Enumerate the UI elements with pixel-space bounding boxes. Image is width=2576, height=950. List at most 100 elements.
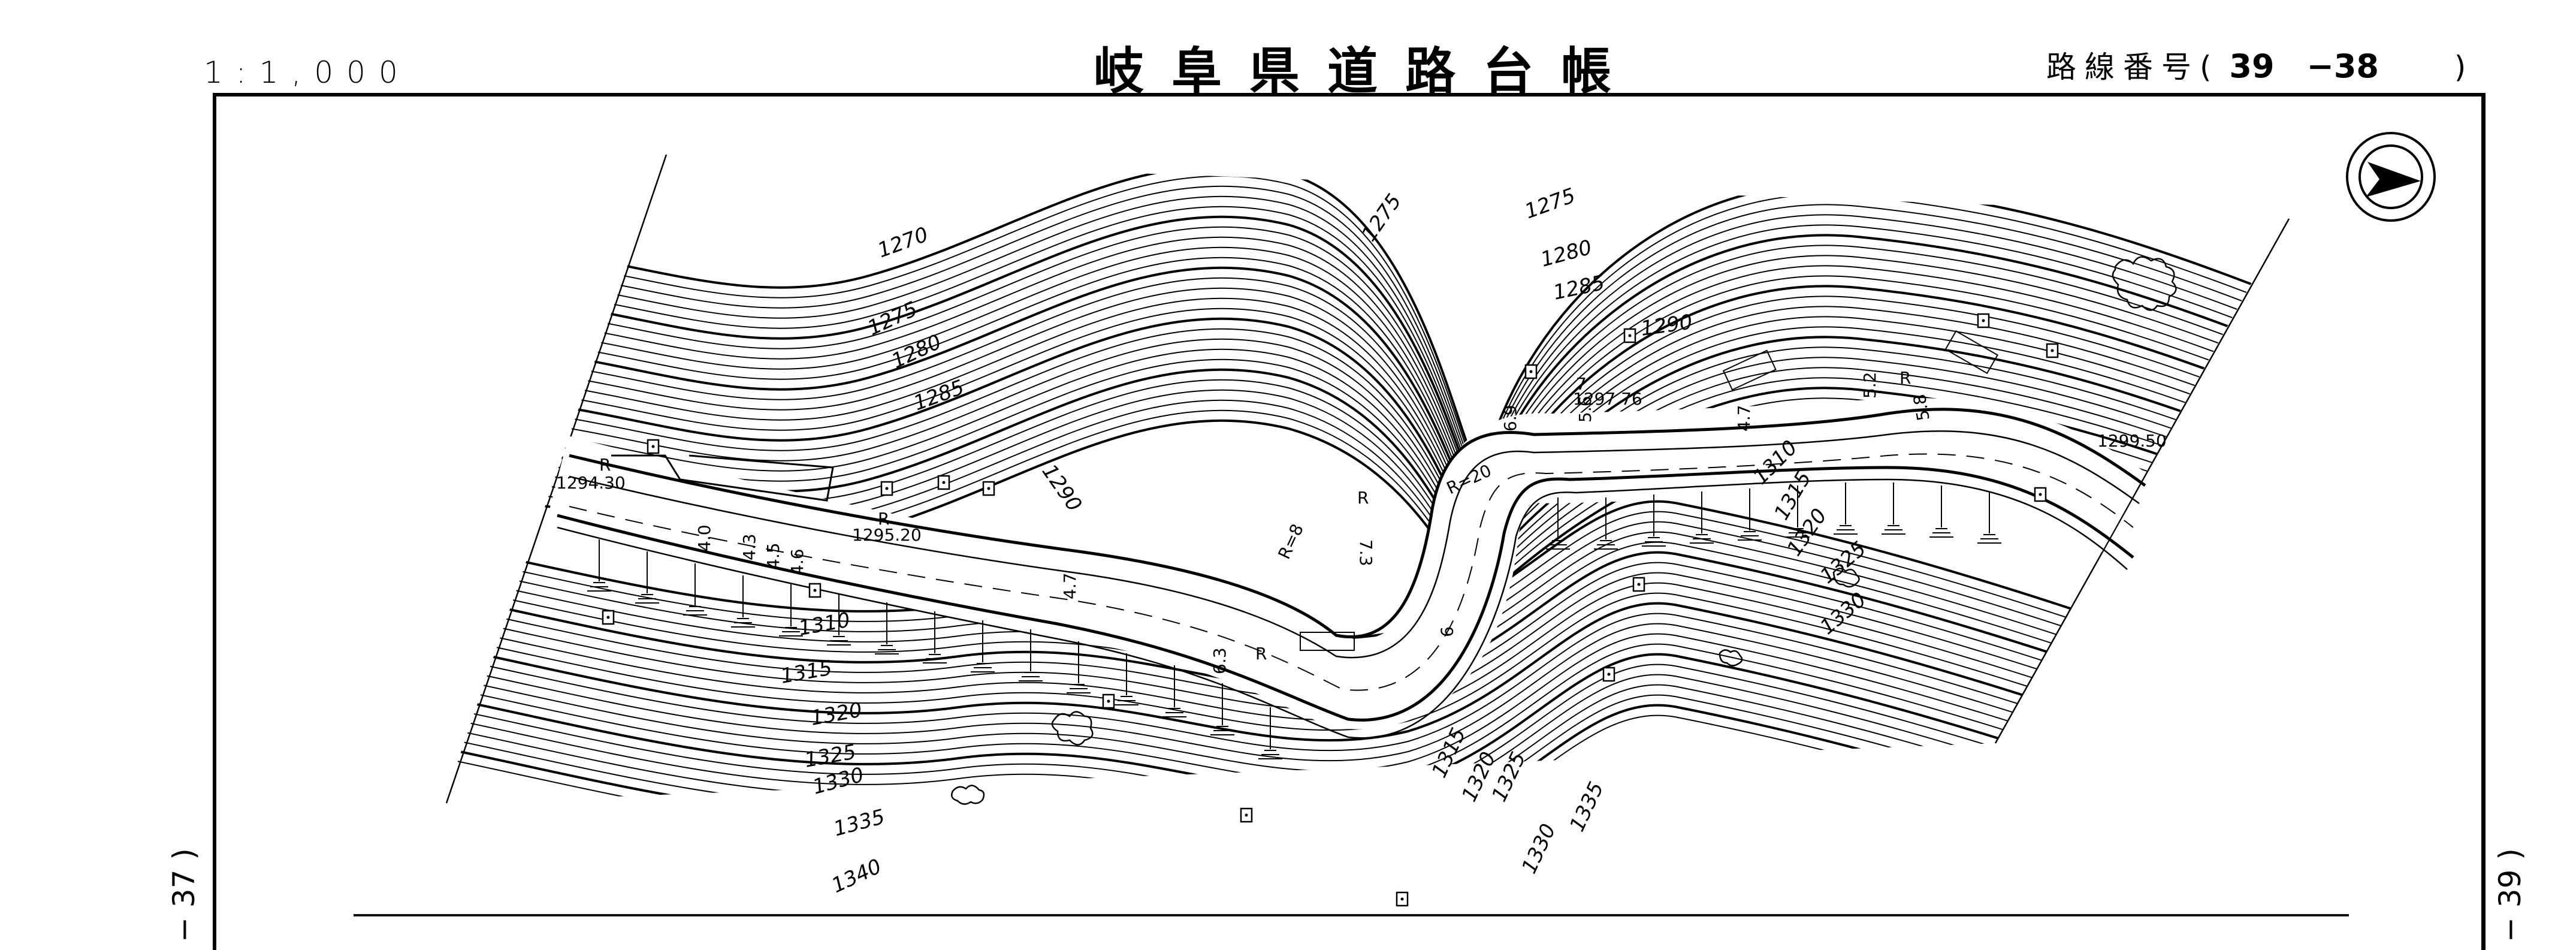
contour-label: 1285	[1551, 271, 1607, 305]
contour-line	[443, 297, 2289, 538]
benchmark-dot	[987, 487, 990, 490]
contour-line	[443, 602, 2098, 742]
contour-line	[443, 277, 2289, 527]
benchmark-dot	[1529, 370, 1533, 373]
curve-radius-label: R	[878, 509, 889, 529]
elevation-point-label: 1294.30	[556, 473, 626, 493]
contour-line	[443, 215, 2289, 497]
benchmark-dot	[2039, 493, 2042, 496]
contour-line	[443, 287, 2289, 533]
contour-label: 1290	[1037, 460, 1086, 516]
gabion-hatch-2	[1722, 349, 1777, 391]
road-width-label: 9	[1437, 626, 1457, 637]
contour-label: 1315	[779, 656, 834, 688]
benchmark-dot	[1400, 897, 1404, 901]
benchmark-dot	[1628, 334, 1632, 337]
gabion-hatch-3	[1944, 330, 1999, 375]
road-width-label: 6.9	[1500, 405, 1520, 432]
road-width-label: 4.7	[1060, 572, 1080, 599]
benchmark-dot	[942, 481, 946, 484]
contour-line	[443, 206, 2289, 491]
contour-label: 1335	[1565, 778, 1609, 835]
road-edge-north-inner	[569, 430, 2140, 659]
contour-line	[443, 266, 2289, 523]
contour-line	[443, 236, 2289, 506]
benchmark-dot	[813, 589, 817, 592]
contour-label: 1270	[874, 222, 931, 263]
contour-line	[443, 246, 2289, 512]
contour-line	[443, 317, 2289, 549]
tree-cluster-icon	[1832, 568, 1860, 588]
road-width-label: 5.2	[1860, 372, 1880, 399]
road-width-label: 4.6	[787, 548, 807, 575]
road-edge-north	[569, 408, 2146, 638]
tree-cluster-icon	[2112, 256, 2177, 311]
route-number-label: 路線番号(	[2046, 50, 2220, 85]
benchmark-dot	[1607, 672, 1611, 676]
contour-line	[443, 674, 2098, 803]
tree-cluster-icon	[1051, 711, 1094, 746]
contour-label: 1310	[797, 608, 852, 640]
road-centerline	[569, 453, 2134, 691]
vegetation	[951, 256, 2177, 805]
curve-radius-label: R	[1357, 488, 1369, 508]
contour-line	[443, 185, 2289, 481]
contour-line	[443, 704, 2098, 803]
road-width-label: 5.6	[1575, 396, 1595, 423]
contour-lines	[443, 164, 2289, 803]
contour-label: 1275	[1357, 189, 1406, 246]
curve-radius-label: R	[1899, 368, 1911, 388]
road-width-label: 7	[1576, 374, 1587, 394]
route-number: 路線番号( 39 −38 )	[2046, 40, 2466, 87]
road-edge-south-inner	[557, 478, 2128, 739]
road-edge-south	[557, 466, 2134, 722]
curve-radius-label: R	[1255, 644, 1267, 664]
retaining-wall-north	[611, 454, 834, 502]
slope-hachures	[587, 482, 2001, 759]
contour-line	[443, 195, 2289, 485]
benchmark-markers	[602, 313, 2059, 907]
contour-line	[443, 714, 2098, 803]
contour-line	[443, 623, 2098, 762]
elevation-point-label: 1297.76	[1573, 389, 1642, 409]
contour-line	[443, 175, 2289, 475]
north-arrow-icon	[2346, 132, 2436, 222]
benchmark-dot	[2050, 349, 2054, 352]
elevation-point-label: 1295.20	[852, 525, 922, 545]
benchmark-dot	[885, 487, 889, 490]
benchmark-dot	[1982, 319, 1985, 322]
benchmark-dot	[1637, 583, 1641, 586]
contour-line	[443, 307, 2289, 544]
tree-cluster-icon	[1719, 649, 1743, 666]
contour-label: 1280	[888, 330, 945, 373]
road-width-label: 4.0	[694, 524, 714, 551]
map-frame	[213, 93, 2486, 950]
page-title: 岐阜県道路台帳	[1094, 42, 1639, 101]
benchmark-dot	[1107, 699, 1110, 703]
benchmark-dot	[1245, 813, 1248, 817]
contour-label: 1275	[864, 297, 921, 340]
tree-cluster-icon	[951, 785, 985, 805]
contour-line	[443, 613, 2098, 752]
contour-line	[443, 257, 2289, 517]
contour-label: 1340	[828, 854, 885, 898]
contour-label: 1275	[1521, 183, 1578, 224]
contour-label: 1335	[831, 805, 887, 842]
road-width-label: 7.3	[1356, 539, 1376, 566]
contour-label: 1330	[1816, 588, 1871, 640]
contour-line	[443, 338, 2289, 559]
gabion-hatch	[1300, 632, 1355, 651]
map-scale: 1:1,000	[204, 55, 411, 90]
elevation-point-label: 1299.50	[2097, 431, 2167, 451]
road-width-label: 4.3	[739, 533, 759, 560]
contour-label: 1320	[809, 698, 864, 730]
route-number-close: )	[2454, 50, 2466, 85]
benchmark-dot	[606, 616, 610, 619]
road-width-label: 4.5	[763, 542, 783, 569]
contour-label: 1325	[1816, 537, 1871, 589]
contour-line	[443, 684, 2098, 803]
road-width-label: 6.3	[1210, 647, 1230, 674]
road-corridor	[546, 397, 2164, 729]
road-width-label: 4.7	[1734, 405, 1754, 432]
